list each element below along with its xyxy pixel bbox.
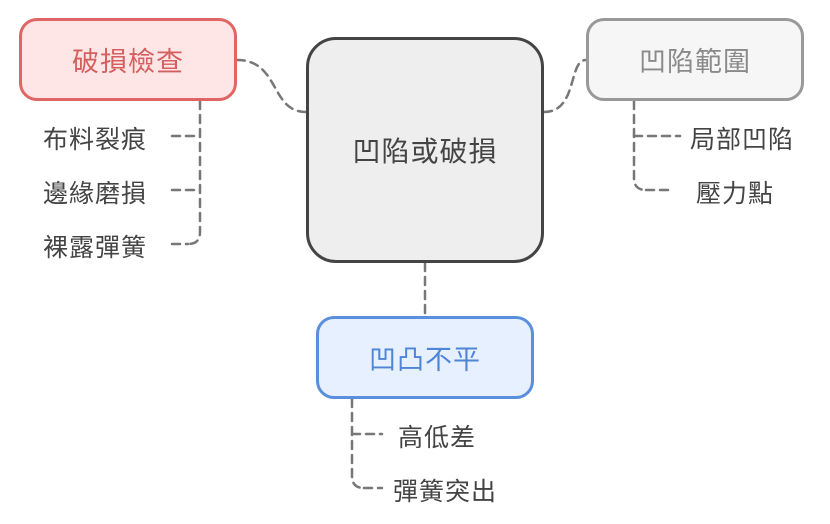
- connector-center-damage: [235, 58, 308, 114]
- connector-damage-trunk: [186, 99, 202, 246]
- connector-uneven-trunk: [350, 397, 366, 490]
- connector-center-dent: [542, 58, 588, 114]
- uneven-node: 凹凸不平: [316, 316, 534, 399]
- uneven-label: 凹凸不平: [369, 345, 481, 376]
- dent-range-label: 凹陷範圍: [639, 47, 751, 78]
- connector-dent-trunk: [632, 99, 648, 192]
- uneven-item-1: 高低差: [398, 423, 477, 452]
- dent-item-2: 壓力點: [696, 179, 775, 208]
- damage-item-1: 布料裂痕: [43, 125, 148, 154]
- dent-item-1: 局部凹陷: [690, 125, 795, 154]
- center-node: 凹陷或破損: [306, 37, 544, 263]
- damage-check-node: 破損檢查: [19, 18, 237, 101]
- damage-check-label: 破損檢查: [72, 47, 184, 78]
- center-node-label: 凹陷或破損: [352, 135, 498, 168]
- dent-range-node: 凹陷範圍: [586, 18, 804, 101]
- damage-item-2: 邊緣磨損: [43, 179, 148, 208]
- damage-item-3: 裸露彈簧: [43, 233, 148, 262]
- uneven-item-2: 彈簧突出: [393, 477, 498, 506]
